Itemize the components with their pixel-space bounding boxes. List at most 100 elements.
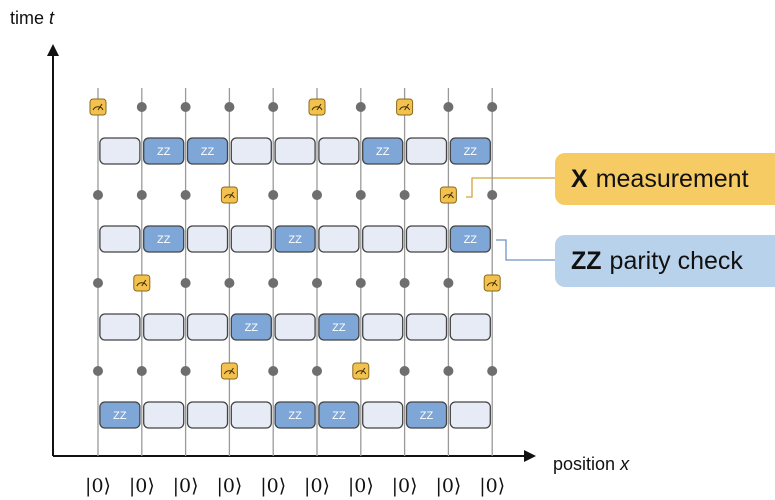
- qubit-dot: [355, 102, 366, 112]
- qubit-dot: [93, 190, 103, 200]
- meter-needle-icon: [223, 367, 235, 375]
- empty-gate: [449, 313, 491, 341]
- empty-gate: [362, 225, 404, 253]
- qubit-dot: [355, 278, 366, 288]
- empty-gate: [99, 225, 141, 253]
- initial-state-label: |0⟩: [260, 475, 286, 497]
- x-legend-connector: [466, 177, 557, 198]
- zz-parity-gate: [230, 313, 272, 341]
- zz-gate-label: ZZ: [288, 234, 302, 246]
- qubit-dot: [180, 102, 191, 112]
- zz-parity-gate: [99, 401, 141, 429]
- meter-needle-icon: [311, 103, 323, 111]
- meter-needle-icon: [355, 367, 367, 375]
- qubit-dot: [136, 366, 147, 376]
- initial-state-label: |0⟩: [435, 475, 461, 497]
- meter-needle-icon: [486, 279, 498, 287]
- empty-gate: [143, 401, 185, 429]
- empty-gate: [362, 313, 404, 341]
- zz-gate-label: ZZ: [464, 234, 478, 246]
- initial-state-label: |0⟩: [129, 475, 155, 497]
- qubit-dot: [312, 190, 322, 200]
- meter-needle-icon: [136, 279, 148, 287]
- qubit-dot: [136, 190, 147, 200]
- x-measurement-legend: X measurement: [555, 153, 775, 205]
- qubit-dot: [487, 366, 498, 376]
- zz-parity-legend: ZZ parity check: [555, 235, 775, 287]
- zz-parity-gate: [274, 401, 316, 429]
- zz-legend-symbol: ZZ: [571, 246, 602, 275]
- zz-parity-gate: [449, 225, 491, 253]
- empty-gate: [230, 401, 272, 429]
- qubit-dot: [443, 102, 454, 112]
- x-legend-symbol: X: [571, 164, 588, 193]
- qubit-dot: [443, 366, 454, 376]
- zz-gate-label: ZZ: [332, 322, 346, 334]
- empty-gate: [186, 401, 229, 429]
- qubit-dot: [136, 102, 147, 112]
- initial-state-label: |0⟩: [479, 475, 505, 497]
- qubit-dot: [443, 278, 454, 288]
- initial-state-label: |0⟩: [304, 475, 330, 497]
- empty-gate: [405, 137, 448, 165]
- circuit-layers: ZZ ZZ ZZ ZZ ZZ ZZ ZZ ZZ ZZ ZZ ZZ ZZ ZZ: [89, 98, 501, 429]
- zz-gate-label: ZZ: [157, 234, 171, 246]
- empty-gate: [230, 137, 272, 165]
- initial-state-label: |0⟩: [173, 475, 199, 497]
- qubit-dot: [180, 278, 191, 288]
- qubit-dot: [180, 366, 191, 376]
- empty-gate: [186, 225, 229, 253]
- qubit-dot: [224, 102, 235, 112]
- qubit-dot: [399, 278, 410, 288]
- qubit-dot: [312, 278, 322, 288]
- qubit-dot: [355, 190, 366, 200]
- empty-gate: [318, 137, 360, 165]
- initial-state-label: |0⟩: [348, 475, 374, 497]
- zz-gate-label: ZZ: [420, 410, 434, 422]
- qubit-dot: [487, 190, 498, 200]
- meter-needle-icon: [223, 191, 235, 199]
- empty-gate: [405, 313, 448, 341]
- zz-gate-label: ZZ: [332, 410, 346, 422]
- empty-gate: [99, 313, 141, 341]
- zz-parity-gate: [186, 137, 229, 165]
- empty-gate: [274, 313, 316, 341]
- qubit-dot: [268, 278, 279, 288]
- initial-state-label: |0⟩: [392, 475, 418, 497]
- zz-parity-gate: [143, 225, 185, 253]
- qubit-dot: [224, 278, 235, 288]
- empty-gate: [449, 401, 491, 429]
- x-legend-text: measurement: [595, 164, 749, 193]
- qubit-dot: [180, 190, 191, 200]
- zz-parity-gate: [318, 313, 360, 341]
- qubit-dot: [399, 366, 410, 376]
- qubit-dot: [487, 102, 498, 112]
- zz-gate-label: ZZ: [288, 410, 302, 422]
- zz-gate-label: ZZ: [113, 410, 127, 422]
- qubit-dot: [268, 102, 279, 112]
- qubit-dot: [268, 190, 279, 200]
- zz-gate-label: ZZ: [201, 146, 215, 158]
- zz-legend-connector: [496, 239, 557, 261]
- qubit-dot: [93, 366, 103, 376]
- zz-parity-gate: [362, 137, 404, 165]
- empty-gate: [318, 225, 360, 253]
- empty-gate: [99, 137, 141, 165]
- zz-parity-gate: [449, 137, 491, 165]
- zz-legend-text: parity check: [609, 246, 743, 275]
- empty-gate: [405, 225, 448, 253]
- empty-gate: [186, 313, 229, 341]
- meter-needle-icon: [442, 191, 454, 199]
- initial-states: |0⟩|0⟩|0⟩|0⟩|0⟩|0⟩|0⟩|0⟩|0⟩|0⟩: [85, 475, 505, 497]
- zz-gate-label: ZZ: [464, 146, 478, 158]
- qubit-dot: [312, 366, 322, 376]
- zz-gate-label: ZZ: [245, 322, 259, 334]
- position-axis-label: position x: [553, 454, 630, 474]
- zz-gate-label: ZZ: [376, 146, 390, 158]
- meter-needle-icon: [92, 103, 104, 111]
- zz-gate-label: ZZ: [157, 146, 171, 158]
- meter-needle-icon: [399, 103, 411, 111]
- empty-gate: [362, 401, 404, 429]
- zz-parity-gate: [274, 225, 316, 253]
